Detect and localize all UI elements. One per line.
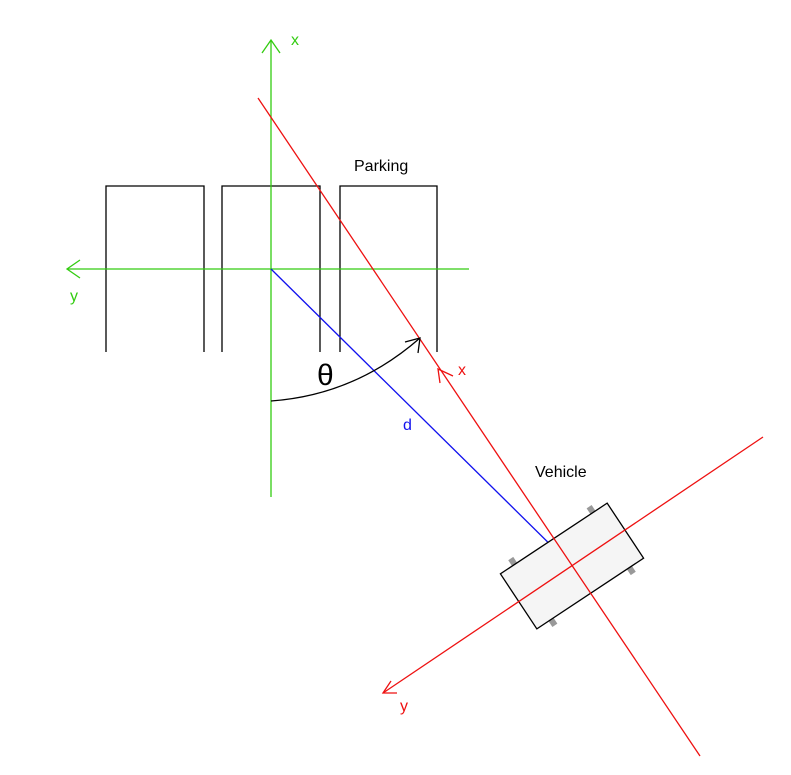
parking-x-axis-label: x <box>291 32 299 49</box>
parking-frame <box>65 38 469 497</box>
parking-label: Parking <box>354 158 408 175</box>
vehicle-heading-line <box>257 97 701 757</box>
angle-arc <box>270 337 421 402</box>
vehicle-frame <box>257 97 764 757</box>
vehicle-y-axis-arrowhead <box>381 680 397 694</box>
vehicle-x-axis-arrowhead <box>437 367 454 384</box>
vehicle-label: Vehicle <box>535 464 587 481</box>
vehicle-x-axis-label: x <box>458 362 466 379</box>
angle-label: θ <box>317 359 334 392</box>
distance-line <box>270 268 573 567</box>
parking-y-axis-arrowhead <box>65 259 81 279</box>
angle-arrowhead <box>404 337 421 354</box>
angle-theta <box>270 337 421 402</box>
vehicle-lateral-line <box>382 436 764 694</box>
vehicle-y-axis-label: y <box>400 698 408 715</box>
parking-y-axis-label: y <box>70 288 78 305</box>
distance-label: d <box>403 417 412 434</box>
parking-x-axis-arrowhead <box>261 38 281 54</box>
